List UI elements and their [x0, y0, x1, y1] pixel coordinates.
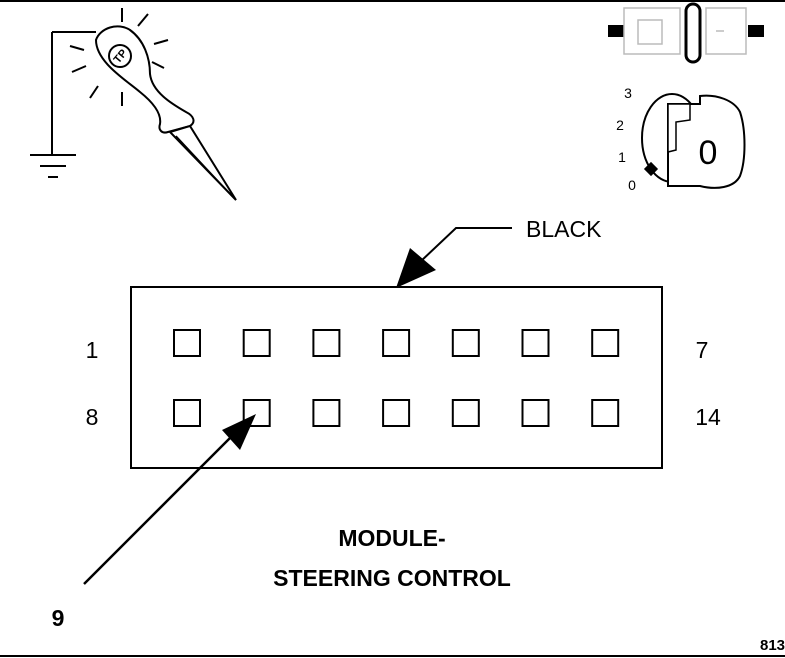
wire-color-label: BLACK — [526, 216, 602, 242]
pin-callout-number: 9 — [52, 605, 65, 631]
pin-cavity-14 — [591, 399, 620, 427]
pin-callout-leader — [83, 437, 231, 585]
ignition-position-3: 3 — [624, 85, 632, 101]
ignition-position-1: 1 — [618, 149, 626, 165]
pin-cavity-5 — [451, 329, 480, 357]
module-title-line-1: MODULE- — [338, 525, 445, 551]
pin-cavity-13 — [521, 399, 550, 427]
pin-grid — [173, 329, 620, 427]
pin-cavity-3 — [312, 329, 341, 357]
module-title-line-2: STEERING CONTROL — [273, 565, 511, 591]
pin-cavity-10 — [312, 399, 341, 427]
wire-color-arrowhead — [396, 248, 436, 288]
wire-color-leader — [419, 227, 512, 263]
test-light-icon: TP — [30, 8, 237, 201]
pin-label-1: 1 — [86, 337, 99, 363]
pin-callout-arrowhead — [222, 414, 256, 450]
pin-label-7: 7 — [696, 337, 709, 363]
ignition-position-2: 2 — [616, 117, 624, 133]
connector-disconnect-icon — [608, 2, 764, 64]
pin-cavity-2 — [242, 329, 271, 357]
pin-cavity-8 — [173, 399, 201, 427]
pin-cavity-11 — [382, 399, 411, 427]
pin-label-8: 8 — [86, 404, 99, 430]
ignition-position-0: 0 — [628, 177, 636, 193]
light-rays — [69, 8, 169, 106]
pin-cavity-12 — [451, 399, 480, 427]
pin-label-14: 14 — [695, 404, 721, 430]
pin-cavity-6 — [521, 329, 550, 357]
connector-face — [130, 286, 663, 469]
ignition-key-icon: 3 2 1 0 0 — [616, 85, 746, 193]
pin-cavity-4 — [382, 329, 411, 357]
figure-number: 813 — [760, 637, 785, 654]
pin-cavity-1 — [173, 329, 201, 357]
pin-cavity-7 — [591, 329, 620, 357]
key-position-label: 0 — [699, 134, 718, 172]
